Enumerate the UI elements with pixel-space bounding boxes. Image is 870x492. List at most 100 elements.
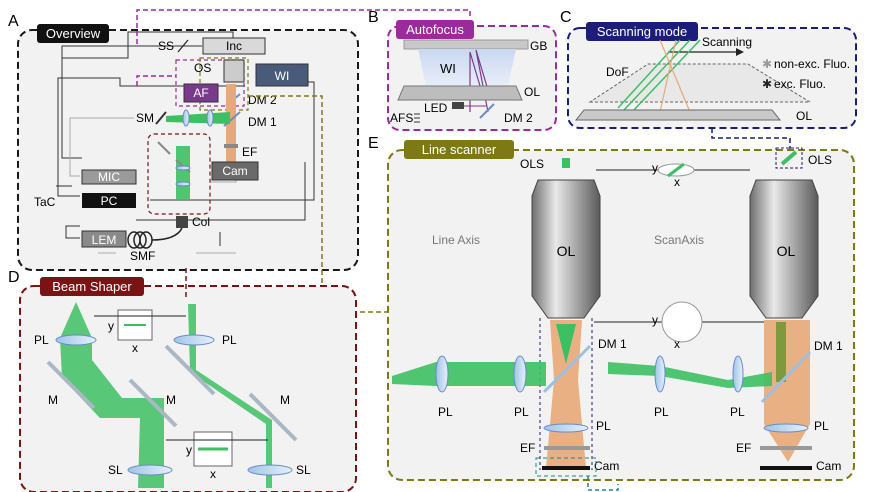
label-ol-right: OL [777, 243, 796, 259]
connector-af-2 [136, 75, 176, 86]
panel-b: B Autofocus GB WI OL LED AFS DM 2 [368, 9, 557, 131]
axis-mid-icon [661, 301, 703, 343]
bs-lens-1 [175, 165, 191, 171]
legend-non-exc: non-exc. Fluo. [774, 57, 850, 71]
pc-box [82, 193, 136, 208]
inset-bottom-y: y [186, 443, 192, 457]
label-inc: Inc [226, 39, 242, 53]
panel-a: A Overview SS Inc OS WI [8, 13, 359, 271]
objective-top-b [397, 85, 523, 101]
scan-mirror [155, 111, 167, 125]
inset-top-x: x [132, 341, 138, 355]
label-dm1: DM 1 [248, 115, 277, 129]
dm1-left-mirror [542, 344, 592, 394]
label-wi: WI [275, 69, 290, 83]
panel-e-frame [387, 149, 855, 481]
pl-left-3 [543, 423, 589, 433]
panel-letter-a: A [8, 13, 19, 30]
panel-c: C Scanning mode Scanning DoF ✱ non-exc. … [560, 9, 857, 129]
beam-shaper-path-2 [188, 304, 272, 488]
label-d-pl-2: PL [222, 333, 237, 347]
panel-a-title: Overview [46, 26, 101, 41]
ef-right [760, 446, 812, 450]
label-pl-left-2: PL [514, 405, 529, 419]
profile-inset-top [117, 309, 153, 341]
panel-letter-d: D [8, 269, 20, 286]
pl-right-2 [732, 355, 744, 393]
objective-left [531, 179, 601, 319]
relay-lens-2 [206, 109, 214, 127]
beam-right [608, 362, 772, 388]
label-wi-b: WI [440, 61, 456, 76]
connector-af [136, 9, 471, 44]
label-d-sl-2: SL [296, 463, 311, 477]
ols-right [780, 150, 798, 166]
label-ol-b: OL [524, 85, 540, 99]
beam-shaper-path [60, 302, 164, 488]
label-lem: LEM [92, 233, 117, 247]
label-ss: SS [158, 39, 174, 53]
axis-y-mid: y [652, 313, 658, 327]
excitation-lines [617, 39, 701, 113]
axis-top-line [667, 162, 685, 178]
beam-shaper-beam [176, 146, 190, 200]
ls-region [199, 57, 249, 111]
camera-box [211, 161, 259, 181]
panel-e-title-tag [404, 140, 514, 159]
dm2-b-mirror [479, 103, 495, 119]
label-afs: AFS [390, 111, 413, 125]
relay-lens-1 [182, 109, 190, 127]
d-sl-2 [247, 464, 293, 476]
label-pl-left-1: PL [438, 405, 453, 419]
connector-scan [711, 128, 791, 150]
ef-left [544, 446, 590, 450]
label-dm1-left: DM 1 [598, 337, 627, 351]
label-cam-right: Cam [816, 459, 841, 473]
panel-d-title: Beam Shaper [52, 279, 132, 294]
label-line-axis: Line Axis [432, 233, 480, 247]
label-ols-right: OLS [808, 153, 832, 167]
excitation-right [776, 322, 786, 382]
incubator-box [202, 37, 266, 55]
bs-lens-2 [175, 181, 191, 187]
axis-x-mid: x [674, 337, 680, 351]
pl-right-3 [763, 423, 809, 433]
panel-b-title: Autofocus [406, 22, 464, 37]
label-dm2-b: DM 2 [504, 111, 533, 125]
emission-path [226, 84, 236, 162]
label-gb: GB [530, 39, 547, 53]
filter-ef [224, 144, 238, 148]
label-dm1-right: DM 1 [814, 339, 843, 353]
label-ol-left: OL [557, 243, 576, 259]
legend-exc: exc. Fluo. [774, 77, 826, 91]
pl-left-1 [435, 355, 449, 393]
label-d-sl-1: SL [108, 463, 123, 477]
label-ef-left: EF [520, 441, 535, 455]
d-m-1 [46, 360, 96, 410]
panel-b-title-tag [396, 20, 474, 39]
label-pl-right-1: PL [654, 405, 669, 419]
af-box [183, 83, 219, 103]
panel-a-title-tag [37, 24, 109, 43]
mic-box [81, 169, 137, 185]
d-pl-1 [55, 334, 97, 346]
d-pl-2 [173, 334, 215, 346]
pl-left-2 [513, 355, 527, 393]
objective-stage [223, 59, 245, 83]
inset-bottom-x: x [210, 467, 216, 481]
objective-top-c [574, 109, 782, 121]
label-pl-left-3: PL [596, 419, 611, 433]
label-smf: SMF [130, 249, 155, 263]
label-led: LED [424, 101, 448, 115]
shutter-icon [177, 39, 189, 53]
d-m-2 [128, 378, 178, 428]
label-ef: EF [242, 145, 257, 159]
panel-c-title: Scanning mode [597, 24, 687, 39]
label-d-m-1: M [48, 393, 58, 407]
wi-box [255, 63, 309, 87]
fiber-line [151, 227, 183, 241]
cam-left-sensor [542, 466, 590, 470]
cam-right-sensor [760, 466, 812, 470]
label-pc: PC [101, 194, 118, 208]
